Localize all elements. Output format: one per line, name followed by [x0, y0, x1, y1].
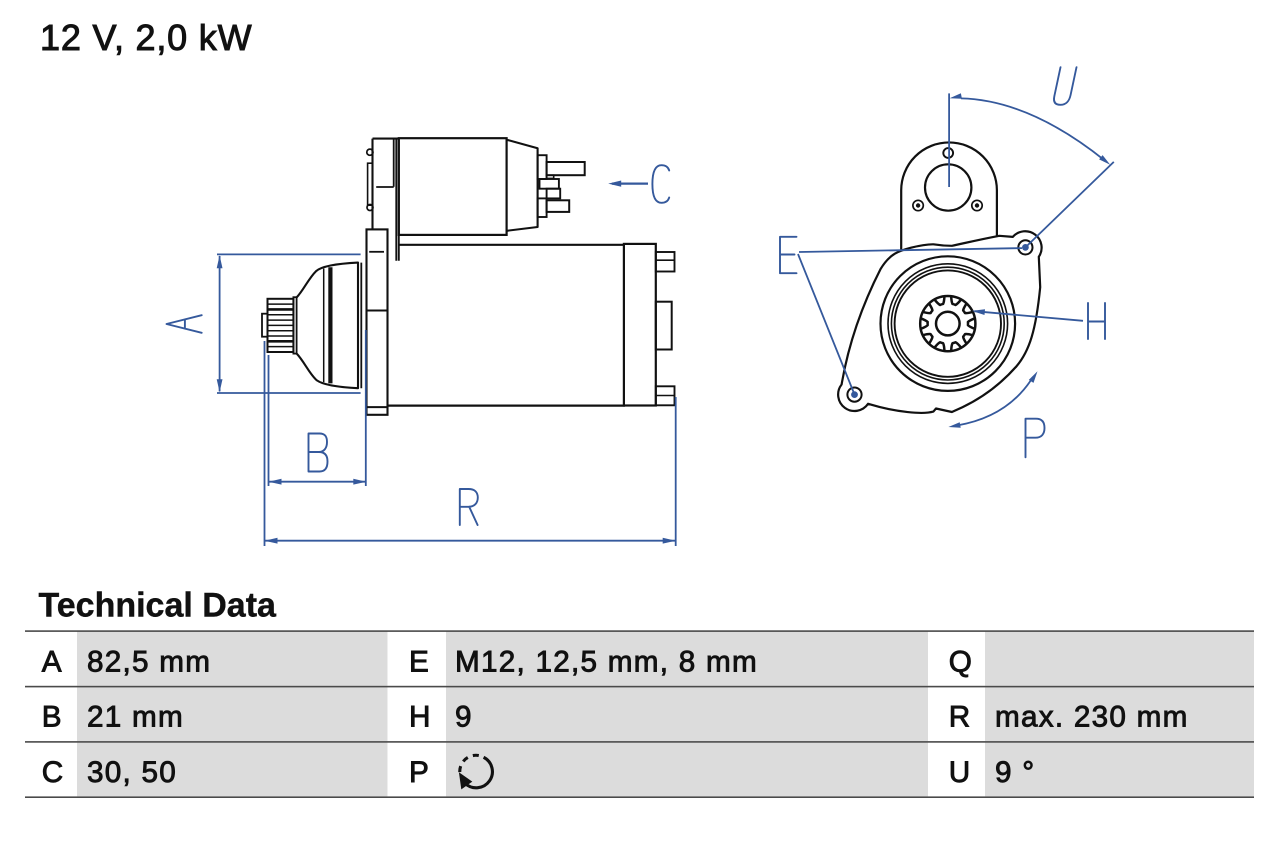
svg-text:B: B [42, 701, 63, 734]
svg-text:Technical Data: Technical Data [39, 586, 278, 624]
svg-text:C: C [42, 756, 65, 789]
svg-text:30, 50: 30, 50 [87, 756, 177, 789]
svg-text:9: 9 [455, 701, 473, 734]
svg-text:P: P [409, 756, 430, 789]
svg-text:12 V, 2,0 kW: 12 V, 2,0 kW [40, 17, 252, 58]
svg-text:21 mm: 21 mm [87, 701, 184, 734]
svg-text:max. 230 mm: max. 230 mm [995, 701, 1189, 734]
svg-text:U: U [949, 756, 972, 789]
svg-text:R: R [949, 701, 972, 734]
svg-text:9 °: 9 ° [995, 756, 1035, 789]
svg-text:A: A [42, 645, 63, 678]
svg-text:M12, 12,5 mm, 8 mm: M12, 12,5 mm, 8 mm [455, 645, 758, 678]
svg-text:82,5 mm: 82,5 mm [87, 645, 211, 678]
svg-text:E: E [409, 645, 430, 678]
svg-text:Q: Q [949, 645, 973, 678]
svg-text:H: H [409, 701, 432, 734]
